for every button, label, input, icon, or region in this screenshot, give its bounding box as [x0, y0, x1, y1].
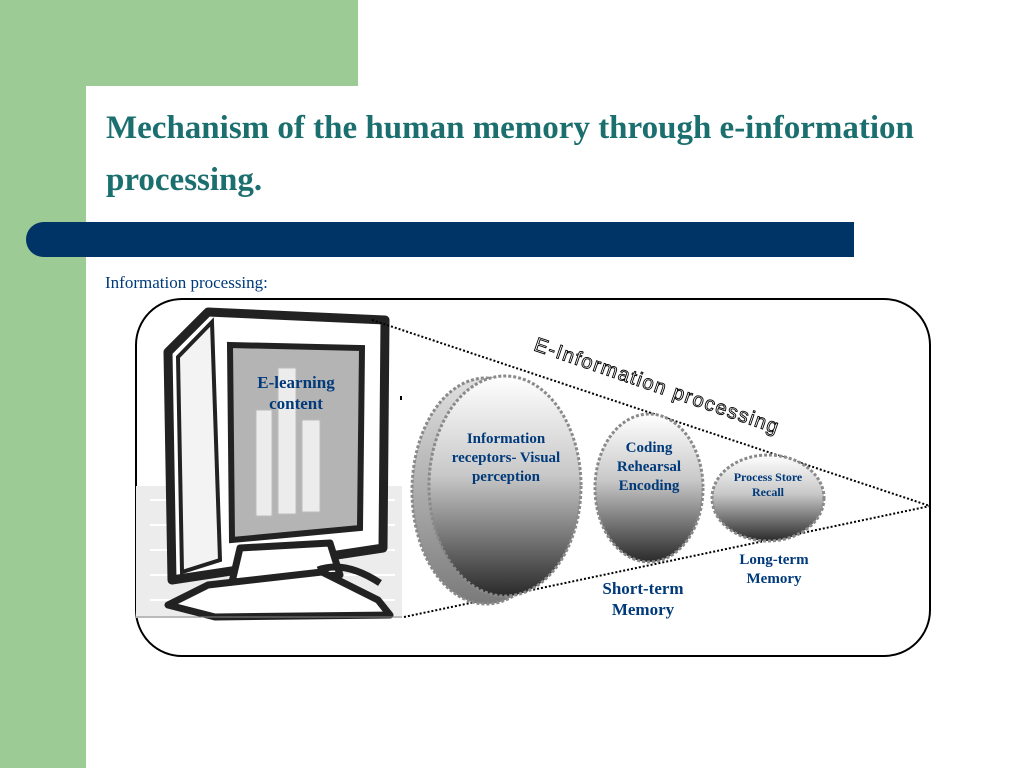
long-term-memory-label: Long-term Memory [739, 552, 809, 587]
recall-label: Process Store Recall [733, 470, 803, 499]
perception-ellipse [410, 374, 583, 606]
computer-icon [136, 307, 402, 621]
encoding-label: Coding Rehearsal Encoding [616, 440, 682, 494]
slide-title: Mechanism of the human memory through e-… [106, 110, 914, 198]
slide-subtitle: Information processing: [105, 273, 268, 292]
elearning-label: E-learning content [257, 373, 335, 414]
encoding-ellipse [593, 412, 705, 564]
green-accent-side [0, 0, 86, 768]
perception-label: Information receptors- Visual perception [451, 431, 561, 485]
short-term-memory-label: Short-term Memory [602, 579, 684, 620]
recall-ellipse [710, 453, 826, 543]
title-divider-bar [26, 222, 854, 257]
